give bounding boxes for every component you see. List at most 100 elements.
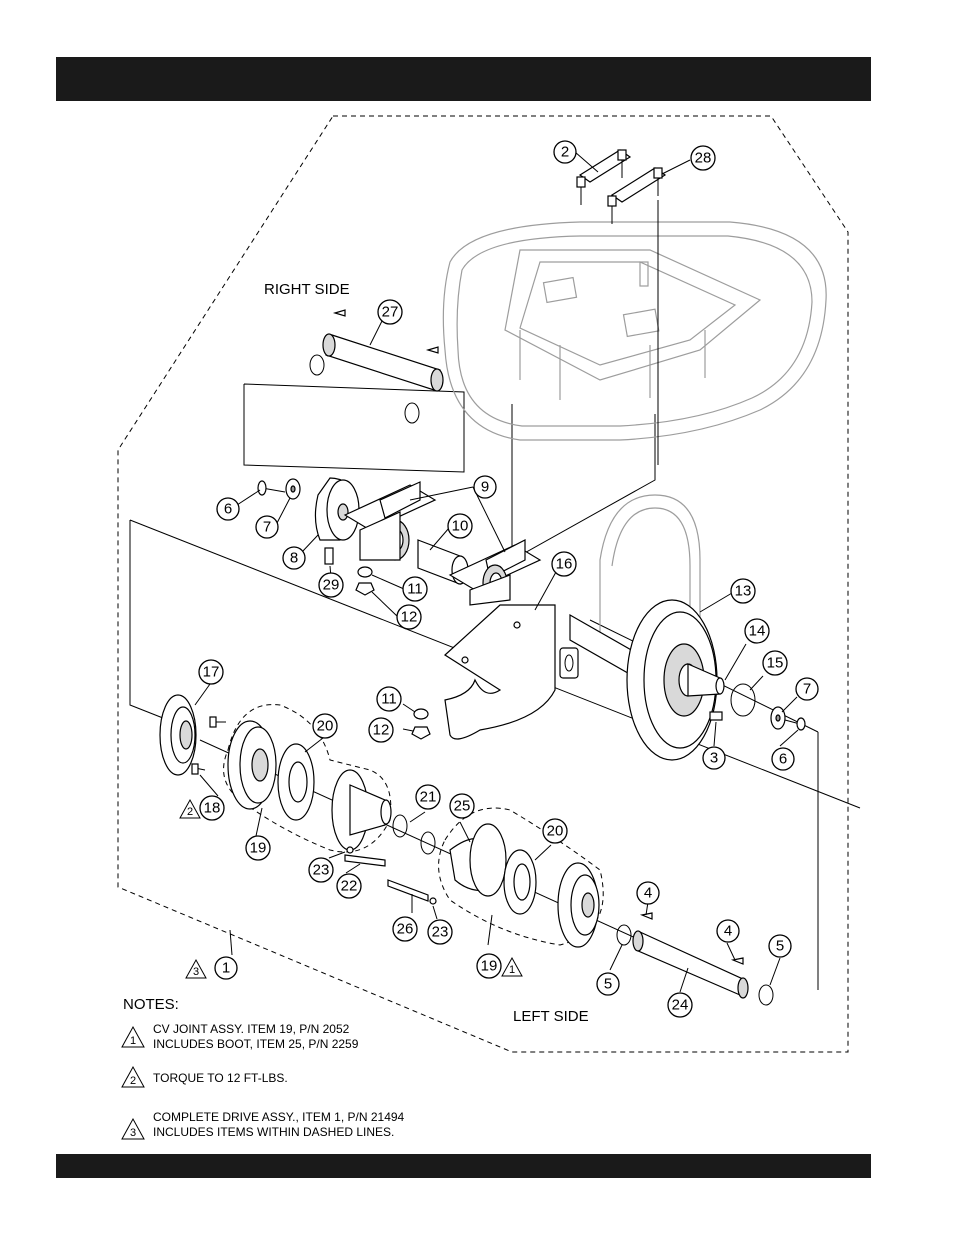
header-band xyxy=(56,57,871,101)
svg-text:3: 3 xyxy=(710,750,718,767)
callout-20: 20 xyxy=(312,713,338,739)
svg-text:10: 10 xyxy=(452,518,469,535)
callout-12: 12 xyxy=(368,717,394,743)
left-side-label: LEFT SIDE xyxy=(513,1008,589,1025)
callout-4: 4 xyxy=(636,881,660,905)
assembly-boundary xyxy=(117,115,849,1053)
callout-19: 19 xyxy=(245,835,271,861)
note-2: 2 TORQUE TO 12 FT-LBS. xyxy=(121,1065,288,1088)
svg-text:29: 29 xyxy=(323,577,340,594)
svg-text:CV JOINT ASSY. ITEM 19, P/N 20: CV JOINT ASSY. ITEM 19, P/N 2052 xyxy=(153,1022,350,1036)
svg-text:INCLUDES ITEMS WITHIN DASHED L: INCLUDES ITEMS WITHIN DASHED LINES. xyxy=(153,1125,394,1139)
svg-text:4: 4 xyxy=(724,923,732,940)
callout-5: 5 xyxy=(596,972,620,996)
svg-text:3: 3 xyxy=(130,1127,136,1139)
flange-17 xyxy=(159,694,226,776)
svg-text:11: 11 xyxy=(381,691,397,708)
note-1: 1 CV JOINT ASSY. ITEM 19, P/N 2052 INCLU… xyxy=(121,1022,359,1051)
note-marker-18: 2 xyxy=(179,798,201,819)
callout-19: 19 xyxy=(476,953,502,979)
callout-23: 23 xyxy=(308,857,334,883)
svg-text:2: 2 xyxy=(561,144,569,161)
callout-6: 6 xyxy=(771,747,795,771)
note-3: 3 COMPLETE DRIVE ASSY., ITEM 1, P/N 2149… xyxy=(121,1110,405,1140)
svg-text:26: 26 xyxy=(397,921,414,938)
callout-14: 14 xyxy=(744,618,770,644)
callout-15: 15 xyxy=(762,650,788,676)
callout-3: 3 xyxy=(702,746,726,770)
callout-4: 4 xyxy=(716,919,740,943)
bolts-22-26 xyxy=(344,846,437,905)
svg-text:17: 17 xyxy=(203,664,220,681)
guard-plate-16 xyxy=(444,604,579,740)
svg-text:4: 4 xyxy=(644,885,652,902)
callout-7: 7 xyxy=(795,677,819,701)
right-shaft-27 xyxy=(309,309,444,424)
callout-5: 5 xyxy=(768,934,792,958)
svg-text:28: 28 xyxy=(695,150,712,167)
svg-text:19: 19 xyxy=(250,840,267,857)
notes-title: NOTES: xyxy=(123,996,179,1013)
right-hub-parts xyxy=(257,477,360,565)
callout-26: 26 xyxy=(392,916,418,942)
pulley-fasteners xyxy=(709,683,806,731)
svg-text:2: 2 xyxy=(187,806,193,818)
svg-text:1: 1 xyxy=(509,964,515,976)
callout-11: 11 xyxy=(402,576,428,602)
svg-text:23: 23 xyxy=(432,924,449,941)
svg-text:20: 20 xyxy=(317,718,334,735)
svg-text:27: 27 xyxy=(382,304,399,321)
svg-text:19: 19 xyxy=(481,958,498,975)
svg-text:22: 22 xyxy=(341,878,358,895)
note-marker-19: 1 xyxy=(501,956,523,977)
pillow-block-9a xyxy=(343,481,437,561)
svg-text:8: 8 xyxy=(290,550,298,567)
callout-2: 2 xyxy=(553,140,577,164)
footer-band xyxy=(56,1154,871,1178)
callout-27: 27 xyxy=(377,299,403,325)
bracket-2 xyxy=(576,149,632,205)
callout-18: 18 xyxy=(199,795,225,821)
bracket-28 xyxy=(607,167,667,465)
callout-21: 21 xyxy=(415,784,441,810)
svg-text:7: 7 xyxy=(263,519,271,536)
svg-text:21: 21 xyxy=(420,789,437,806)
callout-22: 22 xyxy=(336,873,362,899)
callout-16: 16 xyxy=(551,551,577,577)
svg-text:INCLUDES BOOT, ITEM 25, P/N 22: INCLUDES BOOT, ITEM 25, P/N 2259 xyxy=(153,1037,359,1051)
callout-11: 11 xyxy=(376,686,402,712)
svg-text:5: 5 xyxy=(776,938,784,955)
callout-20: 20 xyxy=(542,818,568,844)
svg-text:20: 20 xyxy=(547,823,564,840)
callout-10: 10 xyxy=(447,513,473,539)
callout-17: 17 xyxy=(198,659,224,685)
svg-text:COMPLETE DRIVE ASSY., ITEM 1,: COMPLETE DRIVE ASSY., ITEM 1, P/N 21494 xyxy=(153,1110,405,1124)
callout-28: 28 xyxy=(690,145,716,171)
svg-text:2: 2 xyxy=(130,1075,136,1087)
callout-23: 23 xyxy=(427,919,453,945)
svg-text:9: 9 xyxy=(481,479,489,496)
callout-24: 24 xyxy=(667,992,693,1018)
callout-7: 7 xyxy=(255,515,279,539)
svg-text:16: 16 xyxy=(556,556,573,573)
trowel-frame xyxy=(442,221,827,441)
svg-text:25: 25 xyxy=(454,798,471,815)
pulley-13 xyxy=(569,494,725,761)
svg-text:14: 14 xyxy=(749,623,766,640)
callout-1: 1 xyxy=(214,956,238,980)
callout-12: 12 xyxy=(396,604,422,630)
pillow-block-9b xyxy=(448,539,542,606)
leader-lines xyxy=(194,151,799,993)
cv-joint-19b xyxy=(438,807,604,948)
left-shaft-24 xyxy=(616,912,774,1006)
cv-joint-19a xyxy=(223,704,436,855)
svg-text:12: 12 xyxy=(401,609,418,626)
right-side-label: RIGHT SIDE xyxy=(264,281,350,298)
svg-text:11: 11 xyxy=(407,581,423,598)
svg-text:6: 6 xyxy=(779,751,787,768)
callout-9: 9 xyxy=(473,475,497,499)
svg-text:1: 1 xyxy=(222,960,230,977)
washer-nut-lower xyxy=(411,708,431,740)
svg-text:13: 13 xyxy=(735,583,752,600)
